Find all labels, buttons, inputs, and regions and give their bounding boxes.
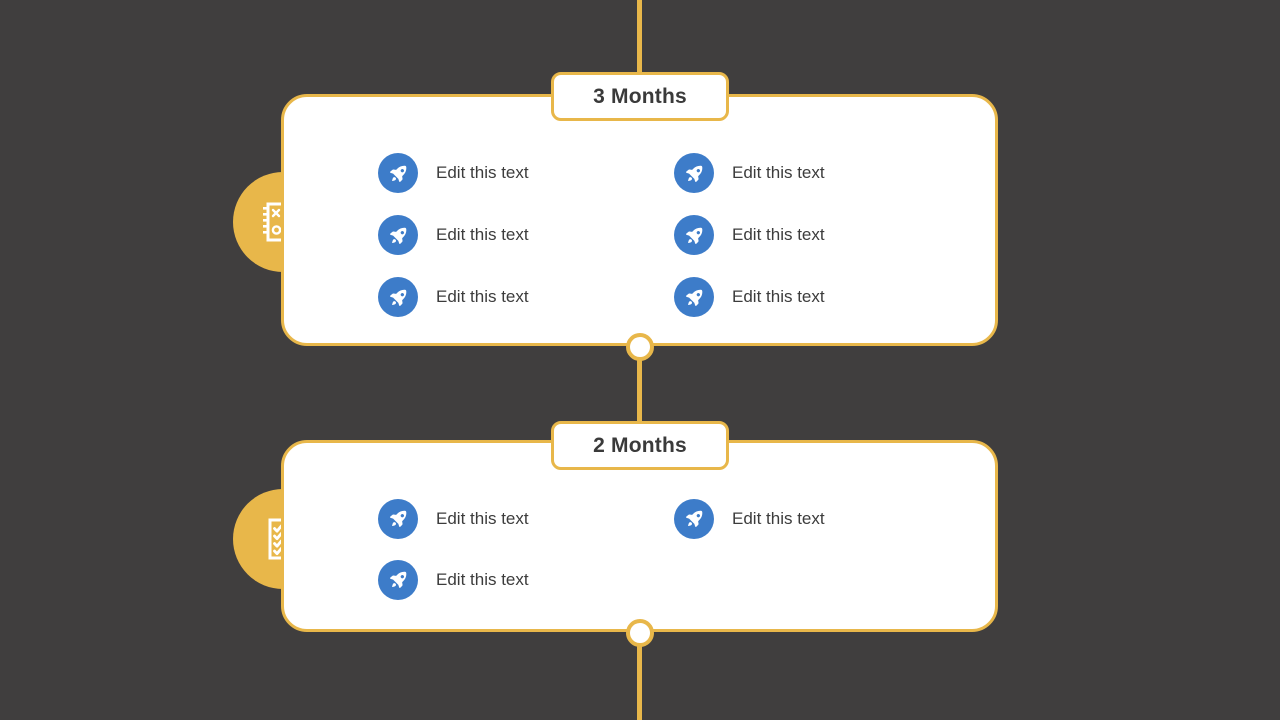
list-item-label: Edit this text bbox=[436, 569, 529, 589]
list-item[interactable]: Edit this text bbox=[378, 488, 674, 549]
stage-1-period-label: 3 Months bbox=[551, 72, 729, 121]
list-item[interactable]: Edit this text bbox=[378, 142, 674, 204]
list-item[interactable]: Edit this text bbox=[674, 266, 970, 328]
stage-2-period-text: 2 Months bbox=[593, 433, 687, 457]
connector-line-top bbox=[637, 0, 642, 78]
rocket-icon bbox=[378, 498, 418, 539]
connector-line-bottom bbox=[637, 633, 642, 720]
rocket-icon bbox=[378, 215, 418, 255]
list-item-label: Edit this text bbox=[436, 225, 529, 244]
stage-1-period-text: 3 Months bbox=[593, 84, 687, 108]
list-item[interactable]: Edit this text bbox=[378, 204, 674, 266]
timeline-junction-node-2 bbox=[626, 619, 654, 647]
rocket-icon bbox=[378, 277, 418, 317]
list-item[interactable]: Edit this text bbox=[378, 549, 674, 610]
connector-line-middle bbox=[637, 347, 642, 427]
list-item-label: Edit this text bbox=[436, 163, 529, 182]
stage-1-bullet-list: Edit this text Edit this text Edit this … bbox=[378, 142, 970, 328]
list-item-label: Edit this text bbox=[436, 508, 529, 528]
list-item[interactable]: Edit this text bbox=[674, 488, 970, 549]
rocket-icon bbox=[378, 153, 418, 193]
list-item-label: Edit this text bbox=[732, 508, 825, 528]
list-item-label: Edit this text bbox=[436, 287, 529, 306]
list-item[interactable]: Edit this text bbox=[674, 204, 970, 266]
stage-2-bullet-list: Edit this text Edit this text Edit this … bbox=[378, 488, 970, 610]
list-item[interactable]: Edit this text bbox=[378, 266, 674, 328]
timeline-junction-node-1 bbox=[626, 333, 654, 361]
rocket-icon bbox=[674, 153, 714, 193]
rocket-icon bbox=[674, 498, 714, 539]
list-item-label: Edit this text bbox=[732, 163, 825, 182]
list-item-label: Edit this text bbox=[732, 287, 825, 306]
rocket-icon bbox=[674, 277, 714, 317]
list-item-label: Edit this text bbox=[732, 225, 825, 244]
rocket-icon bbox=[378, 559, 418, 600]
list-item[interactable]: Edit this text bbox=[674, 142, 970, 204]
stage-2-period-label: 2 Months bbox=[551, 421, 729, 470]
rocket-icon bbox=[674, 215, 714, 255]
